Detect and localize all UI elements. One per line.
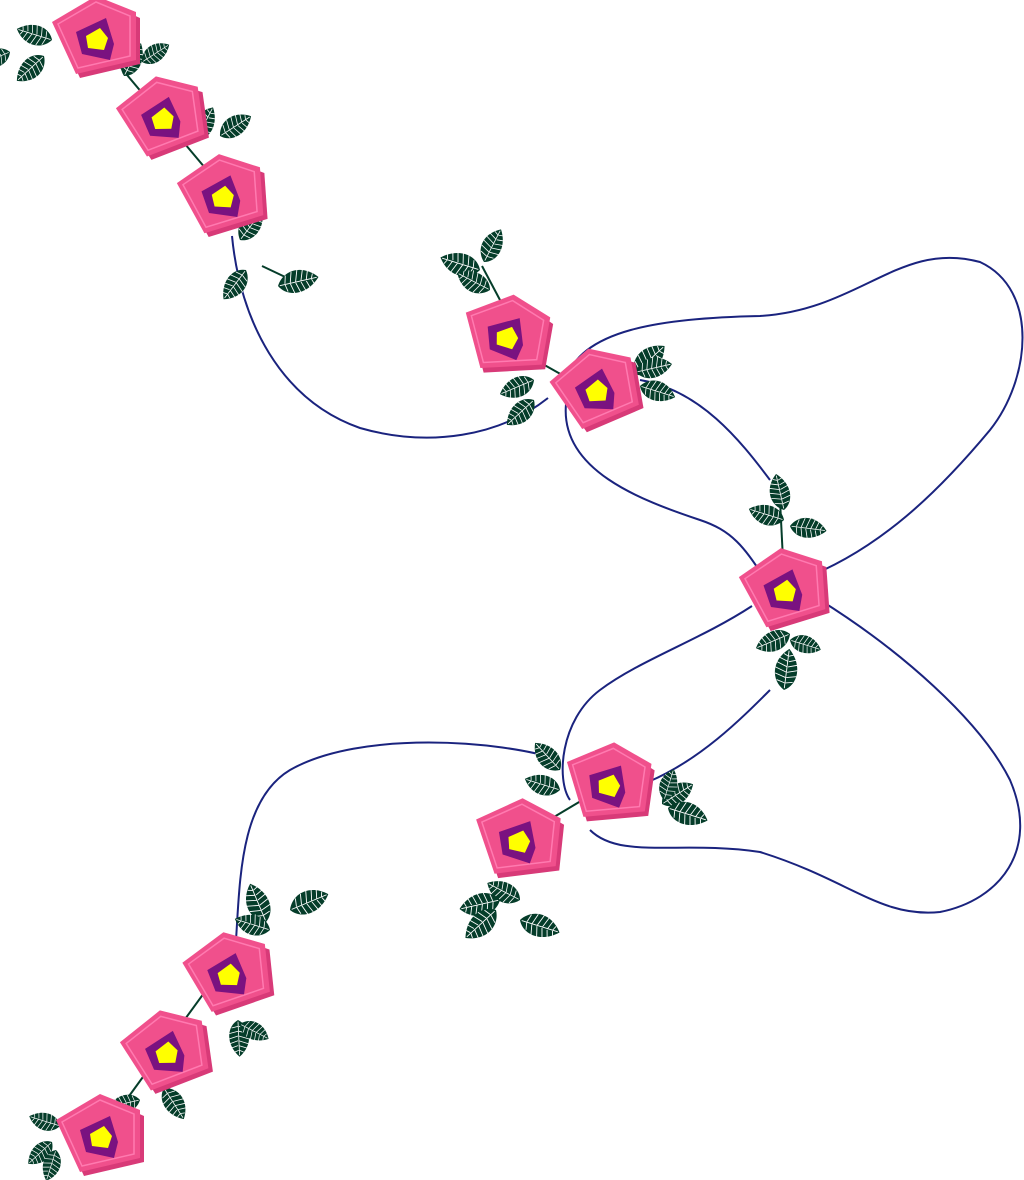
leaf-icon bbox=[473, 223, 512, 268]
leaf-icon bbox=[515, 906, 564, 945]
ribbon-segment bbox=[565, 256, 1024, 581]
leaf-icon bbox=[275, 265, 322, 298]
leaf-icon bbox=[214, 263, 256, 307]
leaf-clusters bbox=[0, 17, 829, 1180]
rose-icon bbox=[544, 340, 647, 438]
leaf-icon bbox=[495, 370, 539, 405]
leaf-icon bbox=[787, 513, 829, 543]
rose-icon bbox=[111, 69, 212, 165]
rose-icon bbox=[469, 792, 568, 886]
ribbon-segment bbox=[647, 689, 771, 783]
rose-icon bbox=[51, 0, 141, 79]
rose-icon bbox=[115, 1003, 216, 1099]
leaf-icon bbox=[213, 106, 258, 145]
leaf-icon bbox=[499, 392, 543, 434]
rose-blossoms bbox=[51, 0, 832, 1177]
stem bbox=[481, 265, 501, 301]
ribbon-segment bbox=[561, 605, 753, 801]
leaf-icon bbox=[284, 882, 334, 921]
ribbon-vine bbox=[231, 235, 1024, 941]
rose-icon bbox=[178, 926, 277, 1020]
ribbon-segment bbox=[231, 235, 549, 439]
leaf-icon bbox=[526, 735, 568, 779]
leaf-icon bbox=[12, 17, 56, 52]
ribbon-segment bbox=[589, 599, 1022, 914]
leaf-icon bbox=[9, 48, 53, 90]
leaf-icon bbox=[770, 646, 803, 693]
rose-icon bbox=[455, 286, 558, 384]
leaf-icon bbox=[0, 43, 14, 74]
rose-icon bbox=[558, 735, 659, 831]
ribbon-segment bbox=[564, 403, 771, 589]
ribbon-segment bbox=[235, 741, 561, 941]
leaf-icon bbox=[520, 767, 564, 802]
